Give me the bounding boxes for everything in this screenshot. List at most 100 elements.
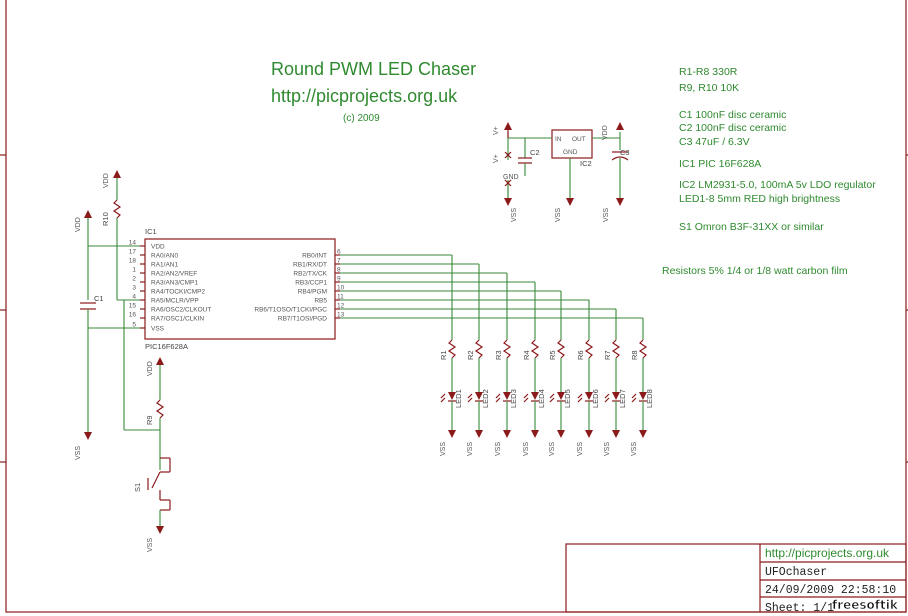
vss-arrow <box>448 430 456 438</box>
note-line: C3 47uF / 6.3V <box>679 136 750 148</box>
ic1-pin-name: RA0/AN0 <box>151 253 178 260</box>
led-symbol <box>531 392 539 400</box>
ic1-pin-name: VSS <box>151 326 165 333</box>
note-line: S1 Omron B3F-31XX or similar <box>679 221 824 233</box>
ic1-pin-number: 6 <box>337 249 341 256</box>
resistor-label: R5 <box>548 350 557 360</box>
ic1-value: PIC16F628A <box>145 342 188 351</box>
title-block-url[interactable]: http://picprojects.org.uk <box>765 546 890 560</box>
schematic-url: http://picprojects.org.uk <box>271 86 458 106</box>
copyright: (c) 2009 <box>343 113 380 124</box>
ic1-pin-name: RB3/CCP1 <box>295 280 327 287</box>
left-power-wiring: VDD C1 VSS VDD R10 VDD R9 <box>75 170 171 552</box>
title-block-sheet: Sheet: 1/1 <box>765 602 834 615</box>
svg-text:VDD: VDD <box>147 361 154 376</box>
ic1-pin-name: RA4/TOCKI/CMP2 <box>151 289 205 296</box>
note-line: C2 100nF disc ceramic <box>679 122 786 134</box>
vss-arrow <box>531 430 539 438</box>
resistor-label: R7 <box>603 350 612 360</box>
svg-text:OUT: OUT <box>572 136 586 143</box>
note-line: C1 100nF disc ceramic <box>679 109 786 121</box>
ic1-ref: IC1 <box>145 227 157 236</box>
vss-label: VSS <box>440 442 447 456</box>
resistor-label: R6 <box>576 350 585 360</box>
svg-text:VSS: VSS <box>75 446 82 460</box>
ic1-pin-name: VDD <box>151 244 165 251</box>
r10-label: R10 <box>101 212 110 226</box>
led-symbol <box>557 392 565 400</box>
ic1-pin-number: 2 <box>132 276 136 283</box>
ic1-pin-name: RB6/T1OSO/T1CKI/PGC <box>254 307 327 314</box>
vss-arrow <box>557 430 565 438</box>
led-label: LED7 <box>618 389 627 408</box>
resistor-symbol <box>447 339 457 359</box>
svg-text:VDD: VDD <box>75 217 82 232</box>
schematic-title: Round PWM LED Chaser <box>271 59 476 79</box>
ic1-pin-number: 4 <box>132 294 136 301</box>
resistor-label: R1 <box>439 350 448 360</box>
resistor-symbol <box>638 339 648 359</box>
resistor-symbol <box>474 339 484 359</box>
svg-text:VSS: VSS <box>603 208 610 222</box>
led-symbol <box>612 392 620 400</box>
ic1-pin-number: 16 <box>129 312 137 319</box>
drawing-frame <box>5 0 907 613</box>
vss-label: VSS <box>631 442 638 456</box>
svg-text:VDD: VDD <box>103 173 110 188</box>
svg-text:VSS: VSS <box>555 208 562 222</box>
s1-label: S1 <box>133 483 142 492</box>
led-symbol <box>639 392 647 400</box>
watermark-logo: freesoftik <box>832 598 899 612</box>
resistor-symbol <box>530 339 540 359</box>
ic1-pin-name: RB5 <box>314 298 327 305</box>
ic1-pin-name: RB2/TX/CK <box>293 271 327 278</box>
led-label: LED2 <box>481 389 490 408</box>
note-line: R1-R8 330R <box>679 66 738 78</box>
ic1-pin-name: RA1/AN1 <box>151 262 178 269</box>
resistor-symbol <box>611 339 621 359</box>
resistor-symbol <box>584 339 594 359</box>
led-label: LED6 <box>591 389 600 408</box>
note-line: LED1-8 5mm RED high brightness <box>679 193 840 205</box>
ic1-pin-number: 5 <box>132 322 136 329</box>
ic1-pin-name: RA7/OSC1/CLKIN <box>151 316 204 323</box>
vplus-label: V+ <box>493 126 500 135</box>
vss-label: VSS <box>523 442 530 456</box>
ic1-pin-number: 9 <box>337 276 341 283</box>
ic1-pin-number: 3 <box>132 285 136 292</box>
resistor-label: R2 <box>466 350 475 360</box>
resistor-symbol <box>502 339 512 359</box>
ic1-pin-number: 10 <box>337 285 345 292</box>
ic1-pin-number: 18 <box>129 258 137 265</box>
ic1-pin-number: 7 <box>337 258 341 265</box>
led-label: LED1 <box>454 389 463 408</box>
svg-text:VDD: VDD <box>602 125 609 140</box>
ic2-body <box>551 129 593 159</box>
led-symbol <box>585 392 593 400</box>
parts-notes: R1-R8 330R R9, R10 10K C1 100nF disc cer… <box>662 66 876 277</box>
ic1-pin-name: RA3/AN3/CMP1 <box>151 280 198 287</box>
led-label: LED4 <box>537 389 546 408</box>
vplus-label: V+ <box>493 154 500 163</box>
title-block: http://picprojects.org.uk UFOchaser 24/0… <box>565 543 907 615</box>
vss-arrow <box>612 430 620 438</box>
ic2-ref: IC2 <box>580 159 592 168</box>
led-symbol <box>475 392 483 400</box>
vss-arrow <box>585 430 593 438</box>
r9-label: R9 <box>145 415 154 425</box>
vss-arrow <box>503 430 511 438</box>
vss-arrow <box>639 430 647 438</box>
c3-label: C3 <box>620 148 630 157</box>
c1-label: C1 <box>94 294 104 303</box>
vss-label: VSS <box>467 442 474 456</box>
ic1-pin-name: RB1/RX/DT <box>293 262 327 269</box>
ic1-pin-name: RA6/OSC2/CLKOUT <box>151 307 211 314</box>
ic1-pin-number: 12 <box>337 303 345 310</box>
ic1-pin-number: 17 <box>129 249 137 256</box>
ic1-pin-number: 11 <box>337 294 344 301</box>
led-chain: R1LED1VSSR2LED2VSSR3LED3VSSR4LED4VSSR5LE… <box>340 254 654 456</box>
regulator-section: IN OUT GND IC2 V+ V+ GND C2 C3 VDD <box>493 122 630 222</box>
vss-label: VSS <box>577 442 584 456</box>
led-label: LED8 <box>645 389 654 408</box>
vss-label: VSS <box>495 442 502 456</box>
